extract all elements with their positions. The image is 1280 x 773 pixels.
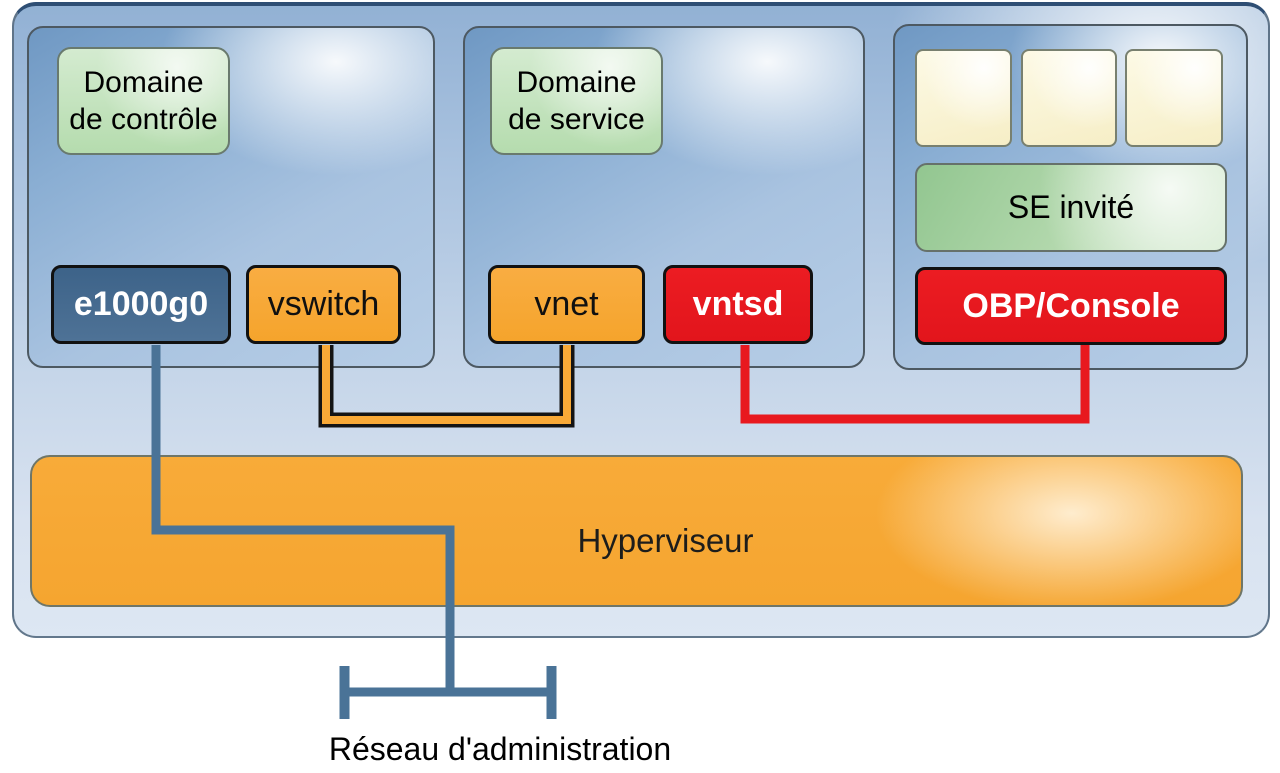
guest-app-placeholder	[1125, 49, 1223, 147]
hypervisor-bar: Hyperviseur	[30, 455, 1243, 607]
control-domain-label: Domaine de contrôle	[57, 47, 230, 155]
control-domain-box: Domaine de contrôle e1000g0 vswitch	[27, 26, 435, 368]
obp-console-chip: OBP/Console	[915, 267, 1227, 345]
guest-app-placeholder	[1021, 49, 1117, 147]
vnet-chip: vnet	[488, 265, 645, 344]
vswitch-chip: vswitch	[246, 265, 401, 344]
guest-domain-box: SE invité OBP/Console	[893, 24, 1248, 370]
hypervisor-label: Hyperviseur	[577, 522, 754, 559]
e1000g0-chip: e1000g0	[51, 265, 231, 344]
guest-app-placeholder	[915, 49, 1012, 147]
service-domain-box: Domaine de service vnet vntsd	[463, 26, 865, 368]
guest-os-label: SE invité	[915, 163, 1227, 252]
admin-network-symbol	[339, 666, 557, 719]
admin-network-label: Réseau d'administration	[328, 731, 672, 767]
vntsd-chip: vntsd	[663, 265, 813, 344]
service-domain-label: Domaine de service	[490, 47, 663, 155]
